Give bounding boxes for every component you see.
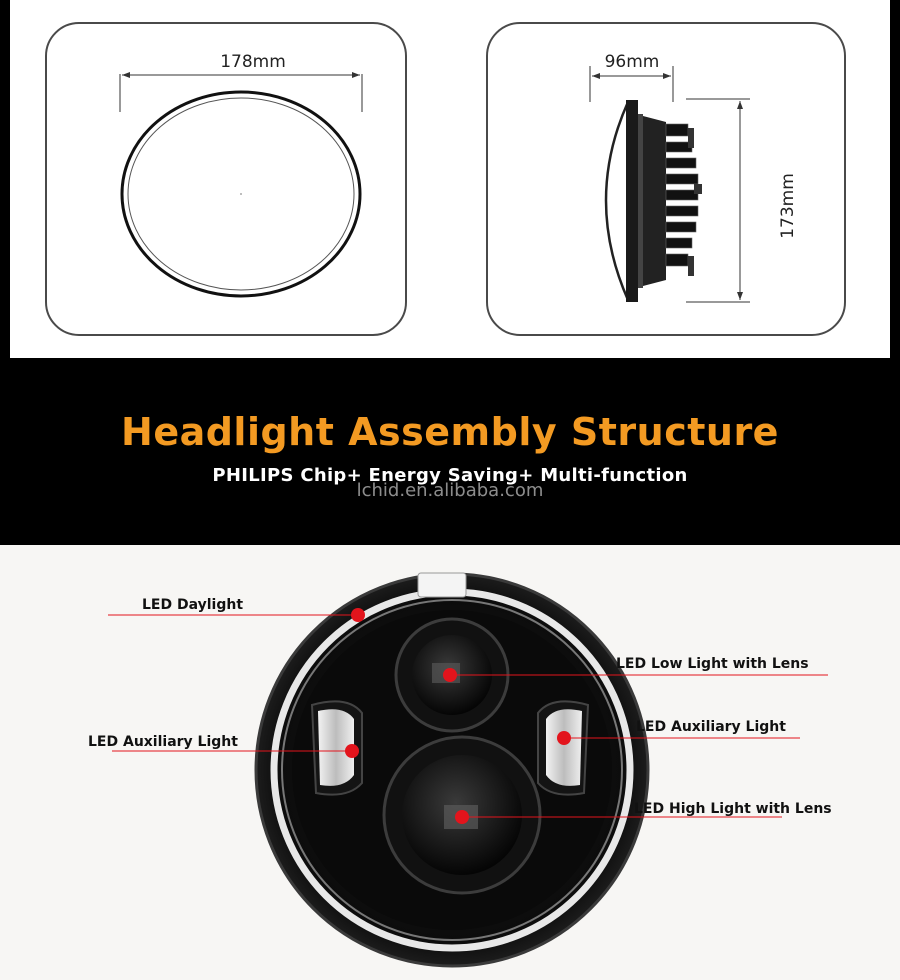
front-view-card: 178mm [45, 22, 407, 336]
callout-led-low-light: LED Low Light with Lens [616, 656, 809, 672]
arrow-down-icon [737, 292, 743, 300]
subline: PHILIPS Chip+ Energy Saving+ Multi-funct… [212, 465, 688, 486]
callout-led-daylight: LED Daylight [142, 597, 244, 613]
aux-left-reflector [318, 709, 354, 786]
arrow-up-icon [737, 101, 743, 109]
daylight-ring-inner [281, 599, 623, 941]
side-view-card: 96mm 173mm [486, 22, 846, 336]
headline: Headlight Assembly Structure [121, 410, 779, 454]
dot-aux-right-icon [557, 731, 571, 745]
bezel-band [626, 100, 638, 302]
dimension-panel: 178mm [10, 0, 890, 358]
callout-dots [345, 608, 571, 824]
ring-outer [120, 90, 362, 298]
bezel-step [638, 114, 643, 288]
arrow-left-icon [592, 73, 600, 79]
dot-daylight-icon [351, 608, 365, 622]
height-dimension-label: 173mm [778, 173, 798, 239]
dot-low-light-icon [443, 668, 457, 682]
product-section: LED Daylight LED Low Light with Lens LED… [0, 545, 900, 980]
center-point [240, 193, 242, 195]
dot-aux-left-icon [345, 744, 359, 758]
connector-posts [688, 128, 702, 276]
callout-lines [108, 614, 828, 818]
arrow-right-icon [663, 73, 671, 79]
arrow-right-icon [352, 72, 360, 78]
ring-inner [127, 97, 355, 291]
dot-high-light-icon [455, 810, 469, 824]
front-view-drawing [119, 72, 363, 298]
callout-led-aux-right: LED Auxiliary Light [636, 719, 786, 735]
lens-dome [604, 101, 630, 301]
headlight-illustration [108, 572, 828, 968]
heat-sink-fins [665, 123, 699, 267]
aux-right-reflector [546, 709, 582, 786]
arrow-left-icon [122, 72, 130, 78]
watermark: lchid.en.alibaba.com [356, 480, 544, 501]
housing-body [643, 116, 666, 286]
width-dimension-label: 178mm [220, 52, 286, 72]
side-view-drawing [589, 66, 750, 303]
depth-dimension-label: 96mm [604, 52, 660, 72]
callout-led-aux-left: LED Auxiliary Light [88, 734, 238, 750]
title-band: Headlight Assembly Structure PHILIPS Chi… [0, 392, 900, 542]
connector-tab [417, 572, 467, 598]
callout-led-high-light: LED High Light with Lens [634, 801, 832, 817]
